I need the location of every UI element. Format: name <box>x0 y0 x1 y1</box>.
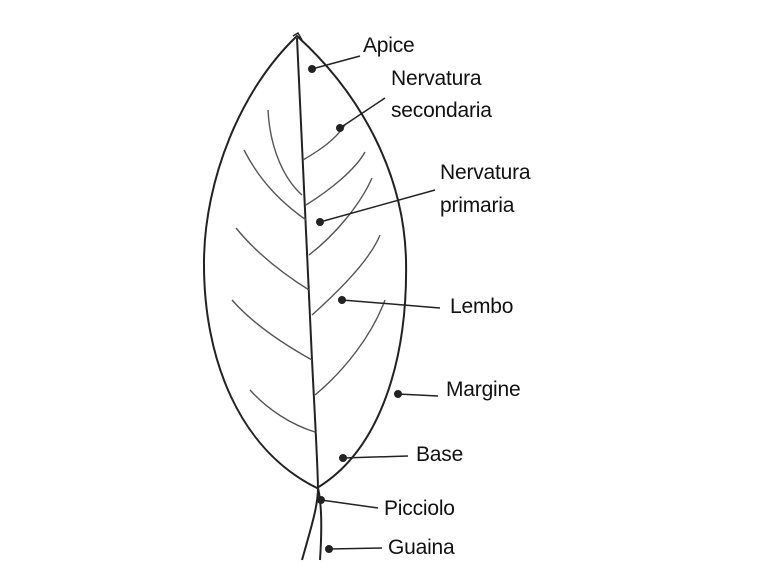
main-vein <box>296 37 319 491</box>
diagram-panel <box>192 0 566 565</box>
label-base: Base <box>416 443 464 466</box>
right-secondary-veins <box>302 124 386 396</box>
dot-apice <box>308 65 316 73</box>
leader-dots <box>308 65 402 553</box>
label-nervatura-primaria-line2: primaria <box>440 194 515 217</box>
sheath <box>317 487 323 561</box>
label-picciolo: Picciolo <box>384 497 455 520</box>
label-nervatura-secondaria-line1: Nervatura <box>391 67 482 90</box>
label-lembo: Lembo <box>450 295 514 318</box>
dot-picciolo <box>317 496 325 504</box>
leaf-apex-tip <box>292 31 303 41</box>
dot-margine <box>394 390 402 398</box>
dot-lembo <box>338 296 346 304</box>
left-secondary-veins <box>231 109 316 433</box>
label-margine: Margine <box>446 378 521 401</box>
dot-guaina <box>325 545 333 553</box>
label-nervatura-primaria-line1: Nervatura <box>440 161 531 184</box>
leader-lines <box>311 55 441 550</box>
petiole <box>301 487 319 561</box>
label-apice: Apice <box>363 34 415 57</box>
label-guaina: Guaina <box>388 536 455 559</box>
label-nervatura-secondaria-line2: secondaria <box>391 99 492 122</box>
dot-nervatura-primaria <box>316 218 324 226</box>
dot-base <box>339 454 347 462</box>
dot-nervatura-secondaria <box>336 124 344 132</box>
